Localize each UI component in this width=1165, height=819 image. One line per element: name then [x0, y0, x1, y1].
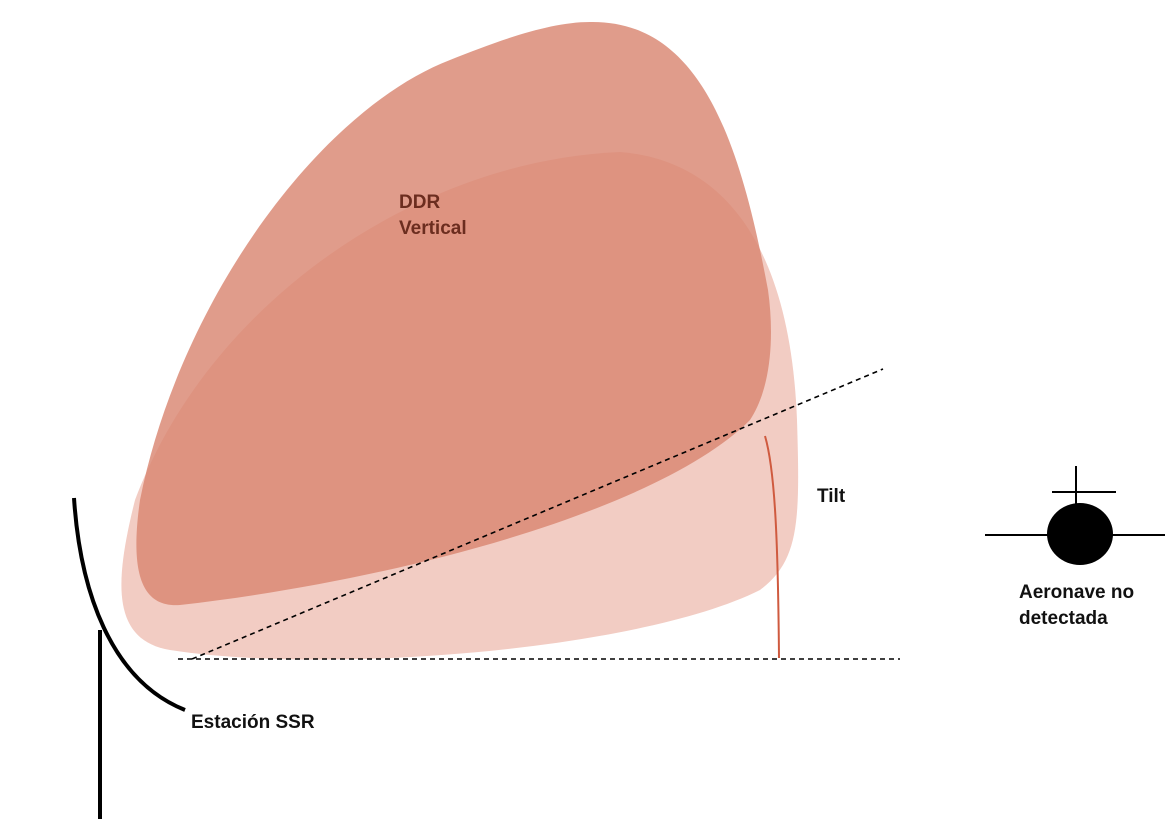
station-label: Estación SSR	[191, 712, 315, 733]
lobe-label-line1: DDR	[399, 192, 441, 213]
lobe-label: DDR Vertical	[399, 190, 467, 242]
vertical-coverage-lobe	[136, 21, 771, 606]
aircraft-label: Aeronave no detectada	[1019, 580, 1134, 632]
tilt-label: Tilt	[817, 486, 846, 507]
ssr-antenna-reflector	[72, 497, 186, 712]
aircraft-icon	[985, 466, 1165, 565]
aircraft-label-line1: Aeronave no	[1019, 582, 1135, 603]
aircraft-label-line2: detectada	[1019, 608, 1108, 629]
lobe-label-line2: Vertical	[399, 218, 467, 239]
tilted-beam-axis-line	[191, 368, 884, 660]
tilt-angle-marker	[764, 435, 780, 659]
